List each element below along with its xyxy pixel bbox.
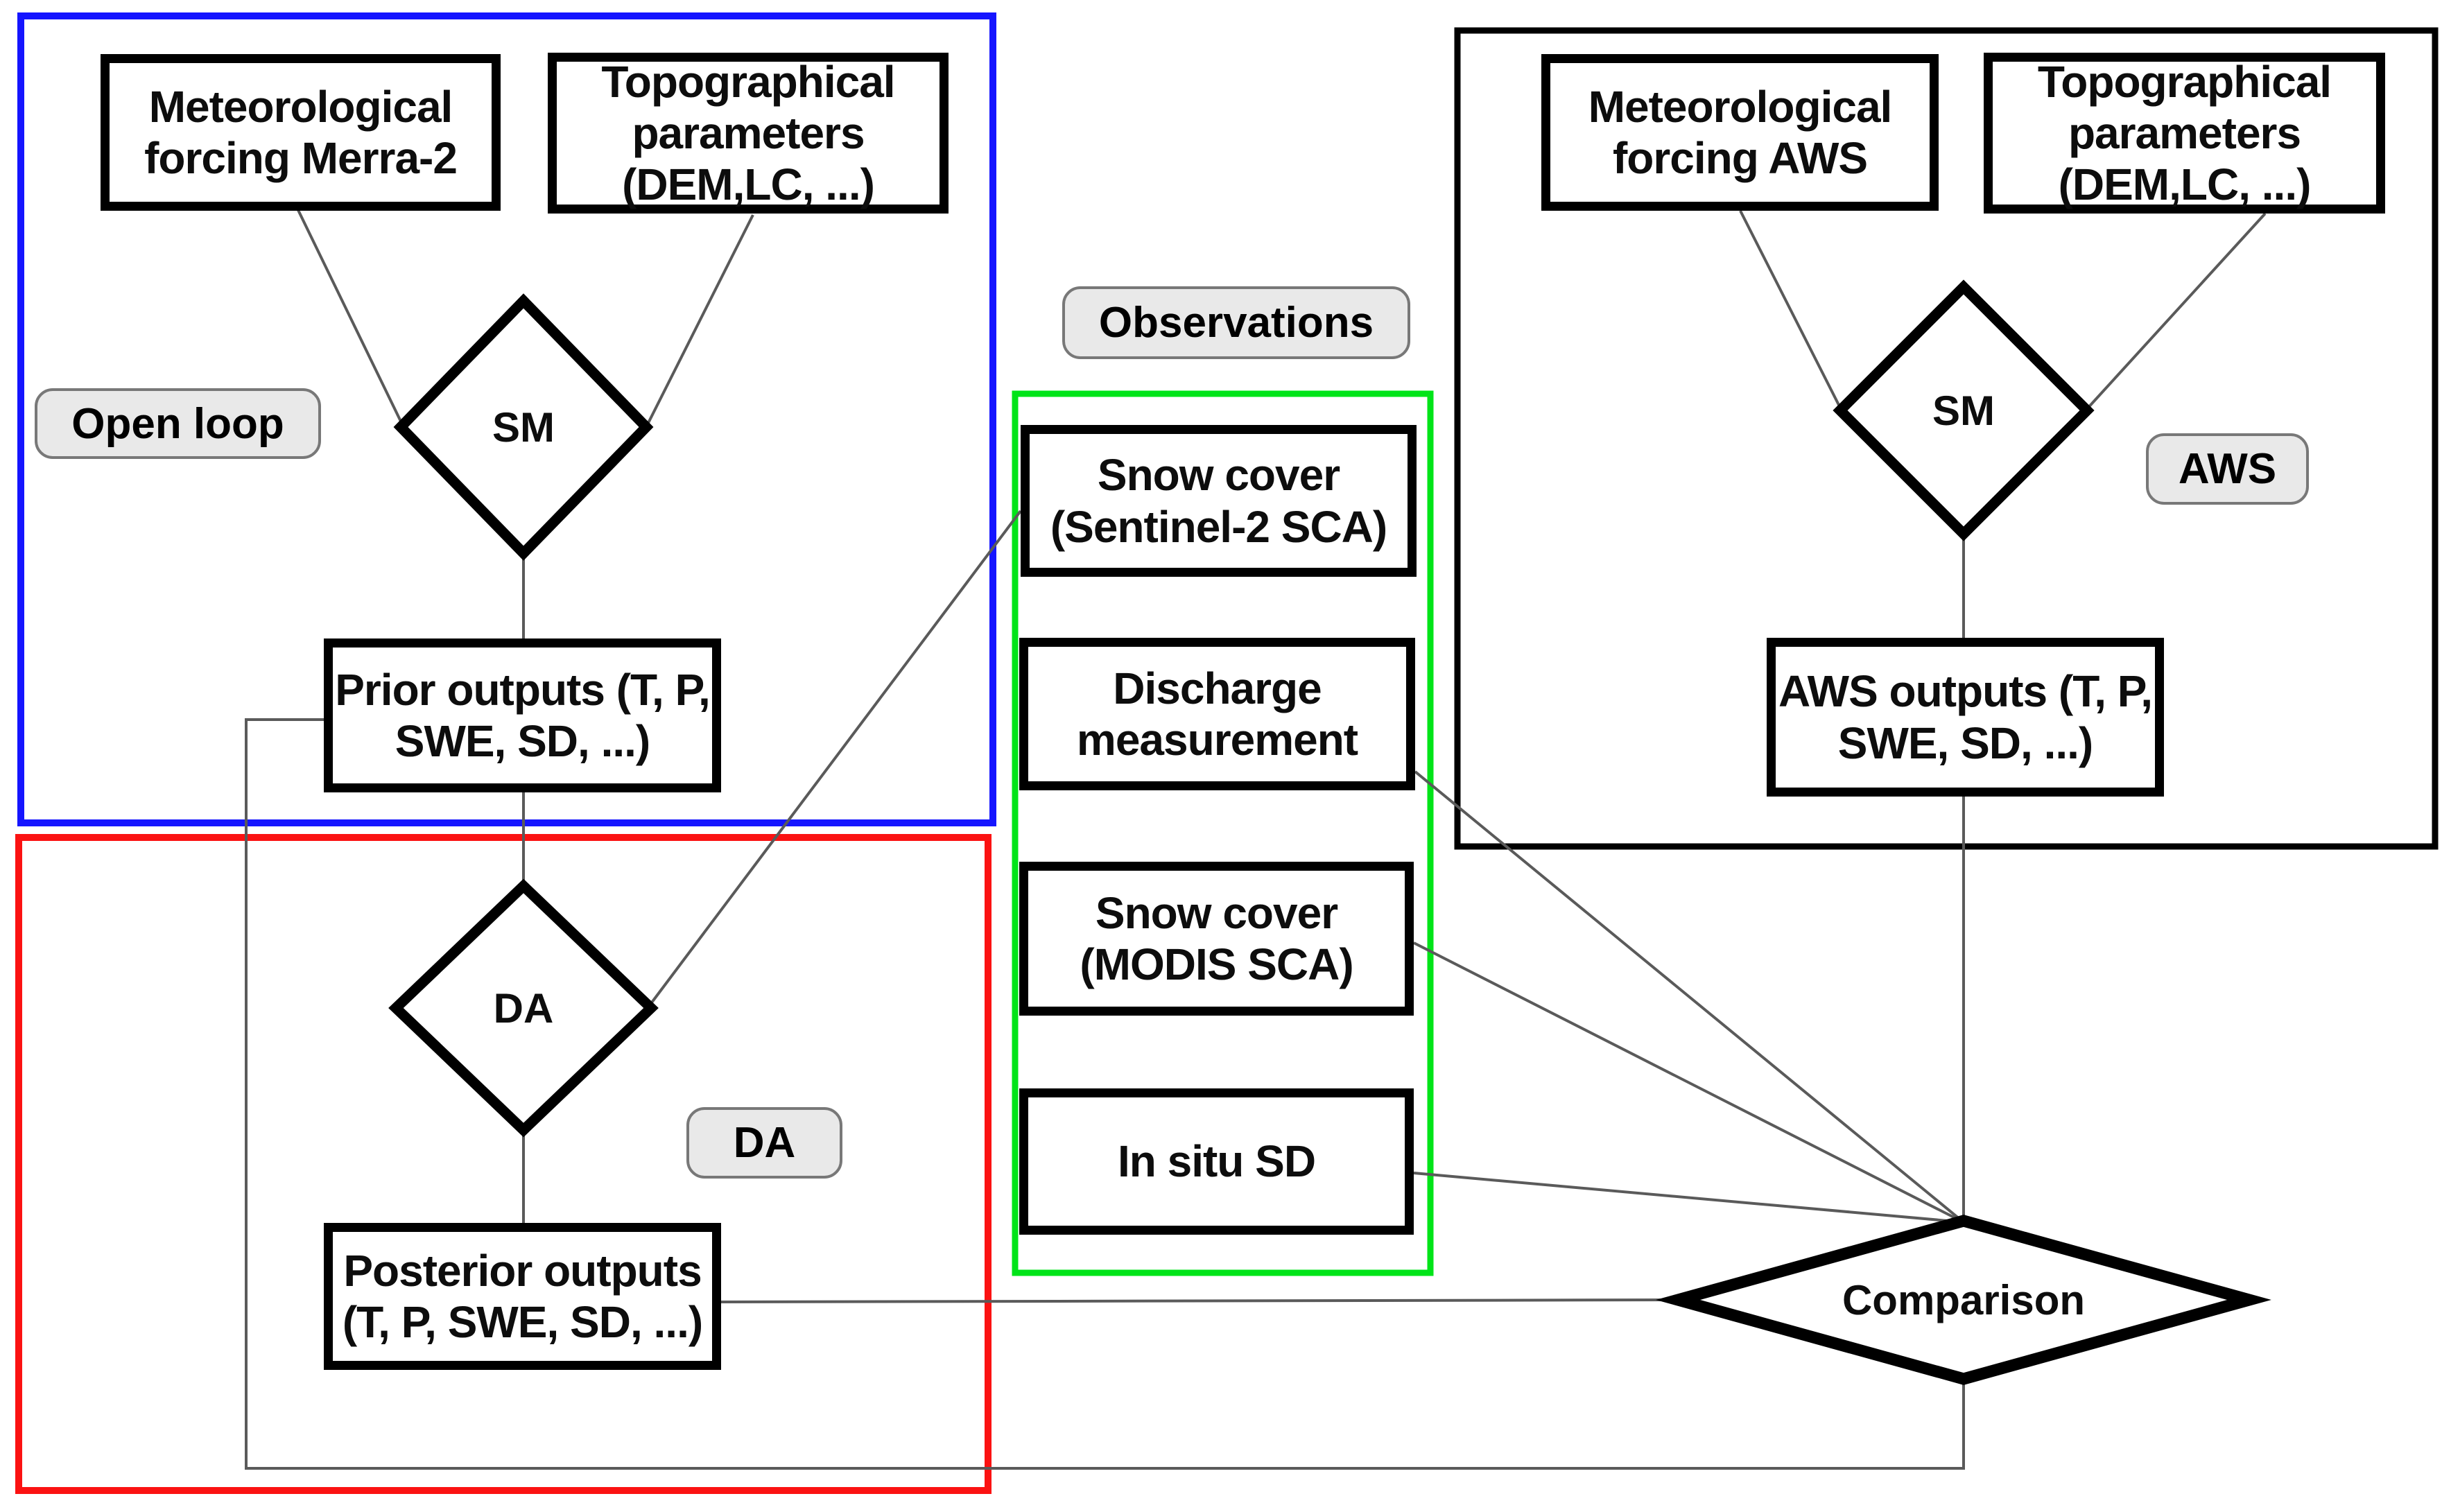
edge-topoleft-to-sm [645, 214, 754, 428]
edge-toporight-to-sm [2084, 212, 2267, 412]
node-posterior-outputs: Posterior outputs (T, P, SWE, SD, ...) [324, 1223, 721, 1370]
da-diamond-caption: DA [493, 984, 554, 1032]
edge-sentinel-to-da [648, 510, 1022, 1007]
node-topographical-parameters-left: Topographical parameters (DEM,LC, ...) [548, 53, 949, 214]
sm-diamond-right-caption: SM [1932, 387, 1995, 434]
observations-region-outline [1012, 390, 1434, 1276]
da-label-text: DA [733, 1119, 796, 1167]
node-aws-outputs-text: AWS outputs (T, P, SWE, SD, ...) [1778, 666, 2153, 768]
node-met-forcing-aws: Meteorological forcing AWS [1541, 54, 1939, 211]
node-snow-cover-modis-text: Snow cover (MODIS SCA) [1080, 887, 1353, 989]
aws-label: AWS [2146, 433, 2309, 505]
node-discharge-measurement: Discharge measurement [1019, 638, 1415, 790]
open-loop-region-outline [17, 12, 996, 826]
edge-insitu-to-comparison [1413, 1172, 1964, 1224]
edge-metaws-to-sm [1739, 210, 1843, 411]
da-label: DA [686, 1107, 842, 1179]
node-posterior-outputs-text: Posterior outputs (T, P, SWE, SD, ...) [342, 1245, 703, 1347]
node-snow-cover-sentinel2: Snow cover (Sentinel-2 SCA) [1021, 425, 1417, 577]
node-topographical-parameters-right-text: Topographical parameters (DEM,LC, ...) [2037, 56, 2332, 210]
node-prior-outputs: Prior outputs (T, P, SWE, SD, ...) [324, 638, 721, 792]
edge-modis-to-comparison [1413, 941, 1964, 1224]
node-aws-outputs: AWS outputs (T, P, SWE, SD, ...) [1767, 638, 2164, 797]
da-diamond [388, 878, 659, 1138]
node-topographical-parameters-left-text: Topographical parameters (DEM,LC, ...) [601, 56, 895, 210]
node-snow-cover-sentinel2-text: Snow cover (Sentinel-2 SCA) [1050, 450, 1387, 552]
node-prior-outputs-text: Prior outputs (T, P, SWE, SD, ...) [335, 664, 711, 766]
comparison-diamond [1656, 1215, 2271, 1385]
node-met-forcing-merra2: Meteorological forcing Merra-2 [101, 54, 501, 211]
edge-discharge-to-comparison [1414, 770, 1965, 1224]
node-in-situ-sd: In situ SD [1019, 1088, 1414, 1235]
aws-region-outline [1454, 27, 2439, 850]
sm-diamond-left-caption: SM [492, 403, 555, 451]
edge-posterior-to-comparison [720, 1298, 1680, 1303]
observations-label-text: Observations [1098, 299, 1374, 347]
sm-diamond-right [1833, 279, 2095, 541]
observations-label: Observations [1062, 286, 1410, 359]
node-topographical-parameters-right: Topographical parameters (DEM,LC, ...) [1984, 53, 2385, 214]
comparison-diamond-caption: Comparison [1842, 1276, 2086, 1323]
open-loop-label-text: Open loop [71, 399, 284, 448]
node-snow-cover-modis: Snow cover (MODIS SCA) [1019, 862, 1414, 1016]
node-discharge-measurement-text: Discharge measurement [1076, 663, 1358, 765]
sm-diamond-left [393, 293, 654, 561]
open-loop-label: Open loop [35, 388, 321, 459]
edge-feedback-prior-comparison [245, 718, 1965, 1470]
da-region-outline [15, 834, 991, 1494]
aws-label-text: AWS [2178, 445, 2277, 493]
node-met-forcing-aws-text: Meteorological forcing AWS [1588, 81, 1893, 183]
node-in-situ-sd-text: In situ SD [1117, 1136, 1316, 1187]
node-met-forcing-merra2-text: Meteorological forcing Merra-2 [144, 81, 458, 183]
edge-metmerra-to-sm [297, 209, 405, 428]
